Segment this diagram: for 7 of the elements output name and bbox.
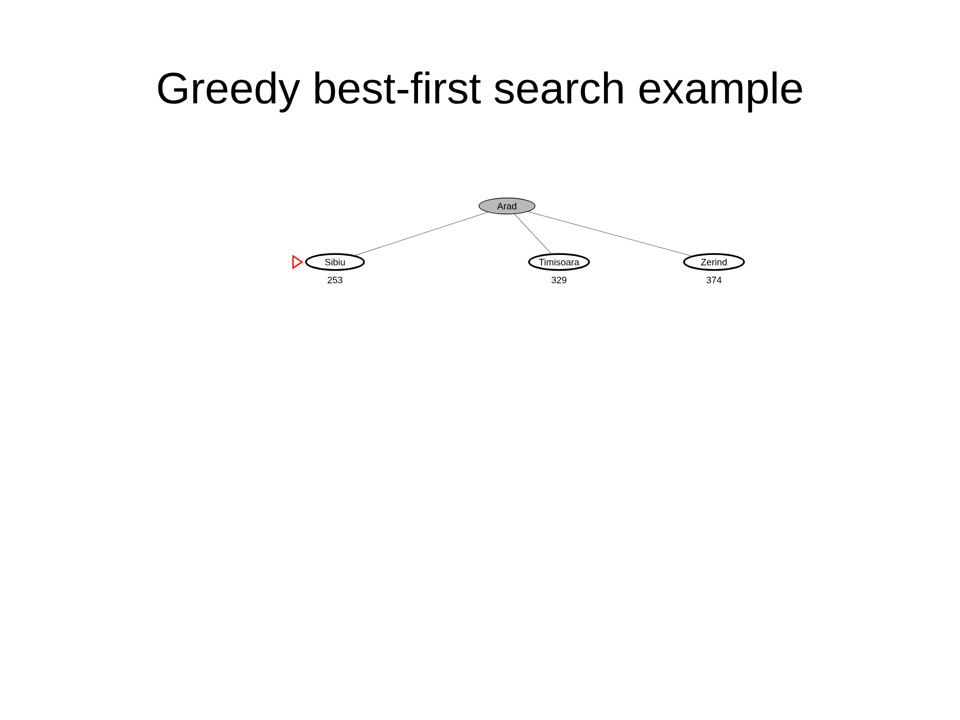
path-cost: 374 — [706, 276, 722, 284]
title: Greedy best-first search example — [158, 71, 802, 112]
path-cost: 329 — [552, 276, 566, 284]
tree-edge — [528, 211, 692, 256]
tree-edge — [514, 214, 552, 254]
tree-edge — [354, 212, 488, 256]
path-cost: 253 — [328, 276, 342, 284]
